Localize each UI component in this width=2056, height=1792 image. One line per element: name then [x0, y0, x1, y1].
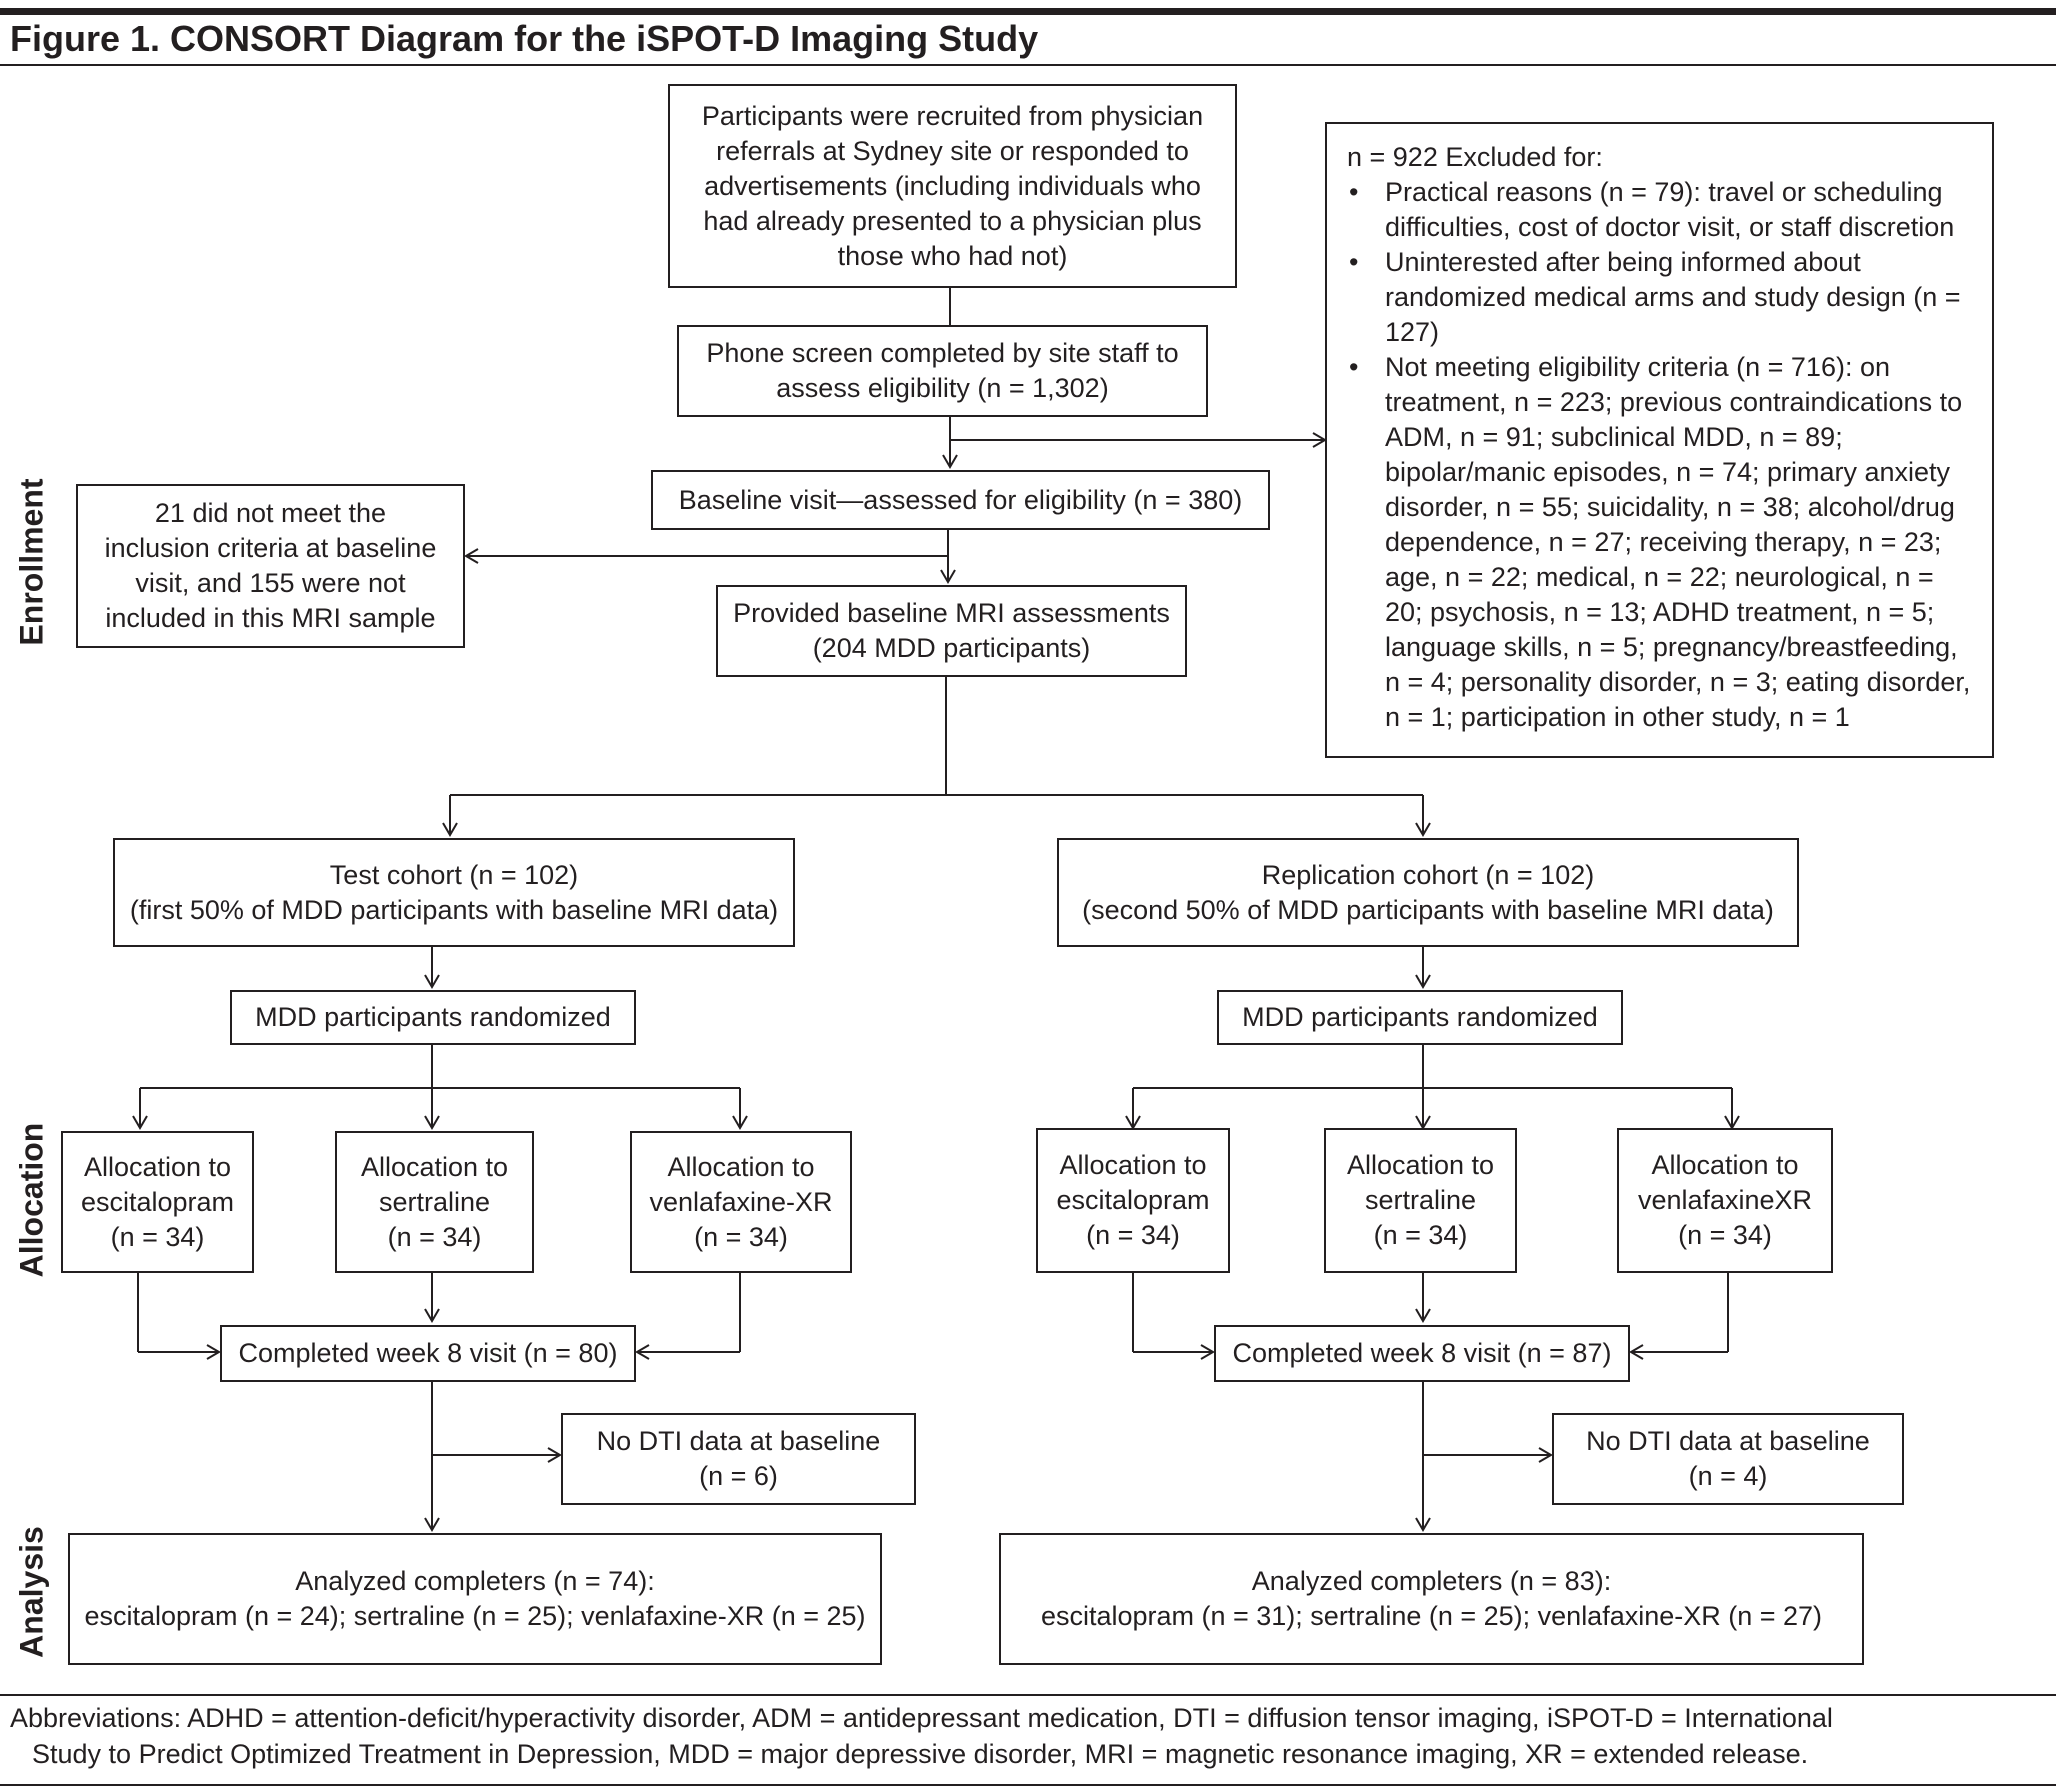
abbreviations-footnote: Abbreviations: ADHD = attention-deficit/…	[10, 1700, 2046, 1772]
replication-allocation-escitalopram-box: Allocation to escitalopram (n = 34)	[1036, 1128, 1230, 1273]
excluded-reason-practical: Practical reasons (n = 79): travel or sc…	[1349, 175, 1976, 245]
phase-label-allocation: Allocation	[13, 1122, 50, 1278]
test-allocation-venlafaxine-box: Allocation to venlafaxine-XR (n = 34)	[630, 1131, 852, 1273]
title-bottom-rule	[0, 64, 2056, 66]
footnote-bottom-rule	[0, 1784, 2056, 1786]
test-week8-box: Completed week 8 visit (n = 80)	[220, 1325, 636, 1382]
replication-no-dti-box: No DTI data at baseline (n = 4)	[1552, 1413, 1904, 1505]
replication-randomized-box: MDD participants randomized	[1217, 990, 1623, 1045]
excluded-heading: n = 922 Excluded for:	[1347, 142, 1603, 172]
test-allocation-sertraline-box: Allocation to sertraline (n = 34)	[335, 1131, 534, 1273]
replication-allocation-venlafaxine-box: Allocation to venlafaxineXR (n = 34)	[1617, 1128, 1833, 1273]
recruitment-box: Participants were recruited from physici…	[668, 84, 1237, 288]
title-top-rule	[0, 8, 2056, 15]
replication-allocation-sertraline-box: Allocation to sertraline (n = 34)	[1324, 1128, 1517, 1273]
replication-cohort-box: Replication cohort (n = 102) (second 50%…	[1057, 838, 1799, 947]
not-included-box: 21 did not meet the inclusion criteria a…	[76, 484, 465, 648]
phase-label-analysis: Analysis	[13, 1526, 50, 1658]
test-analyzed-box: Analyzed completers (n = 74): escitalopr…	[68, 1533, 882, 1665]
excluded-reason-uninterested: Uninterested after being informed about …	[1349, 245, 1976, 350]
footnote-line-1: Abbreviations: ADHD = attention-deficit/…	[10, 1703, 1833, 1733]
test-randomized-box: MDD participants randomized	[230, 990, 636, 1045]
excluded-reasons-list: Practical reasons (n = 79): travel or sc…	[1349, 175, 1976, 735]
test-allocation-escitalopram-box: Allocation to escitalopram (n = 34)	[61, 1131, 254, 1273]
replication-week8-box: Completed week 8 visit (n = 87)	[1214, 1325, 1630, 1382]
baseline-visit-box: Baseline visit—assessed for eligibility …	[651, 470, 1270, 530]
replication-analyzed-box: Analyzed completers (n = 83): escitalopr…	[999, 1533, 1864, 1665]
baseline-mri-box: Provided baseline MRI assessments (204 M…	[716, 585, 1187, 677]
test-no-dti-box: No DTI data at baseline (n = 6)	[561, 1413, 916, 1505]
excluded-box: n = 922 Excluded for: Practical reasons …	[1325, 122, 1994, 758]
footnote-line-2: Study to Predict Optimized Treatment in …	[32, 1739, 1809, 1769]
figure-title: Figure 1. CONSORT Diagram for the iSPOT-…	[10, 18, 1039, 59]
excluded-reason-ineligible: Not meeting eligibility criteria (n = 71…	[1349, 350, 1976, 735]
test-cohort-box: Test cohort (n = 102) (first 50% of MDD …	[113, 838, 795, 947]
footnote-top-rule	[0, 1694, 2056, 1696]
phone-screen-box: Phone screen completed by site staff to …	[677, 325, 1208, 417]
phase-label-enrollment: Enrollment	[13, 478, 50, 646]
